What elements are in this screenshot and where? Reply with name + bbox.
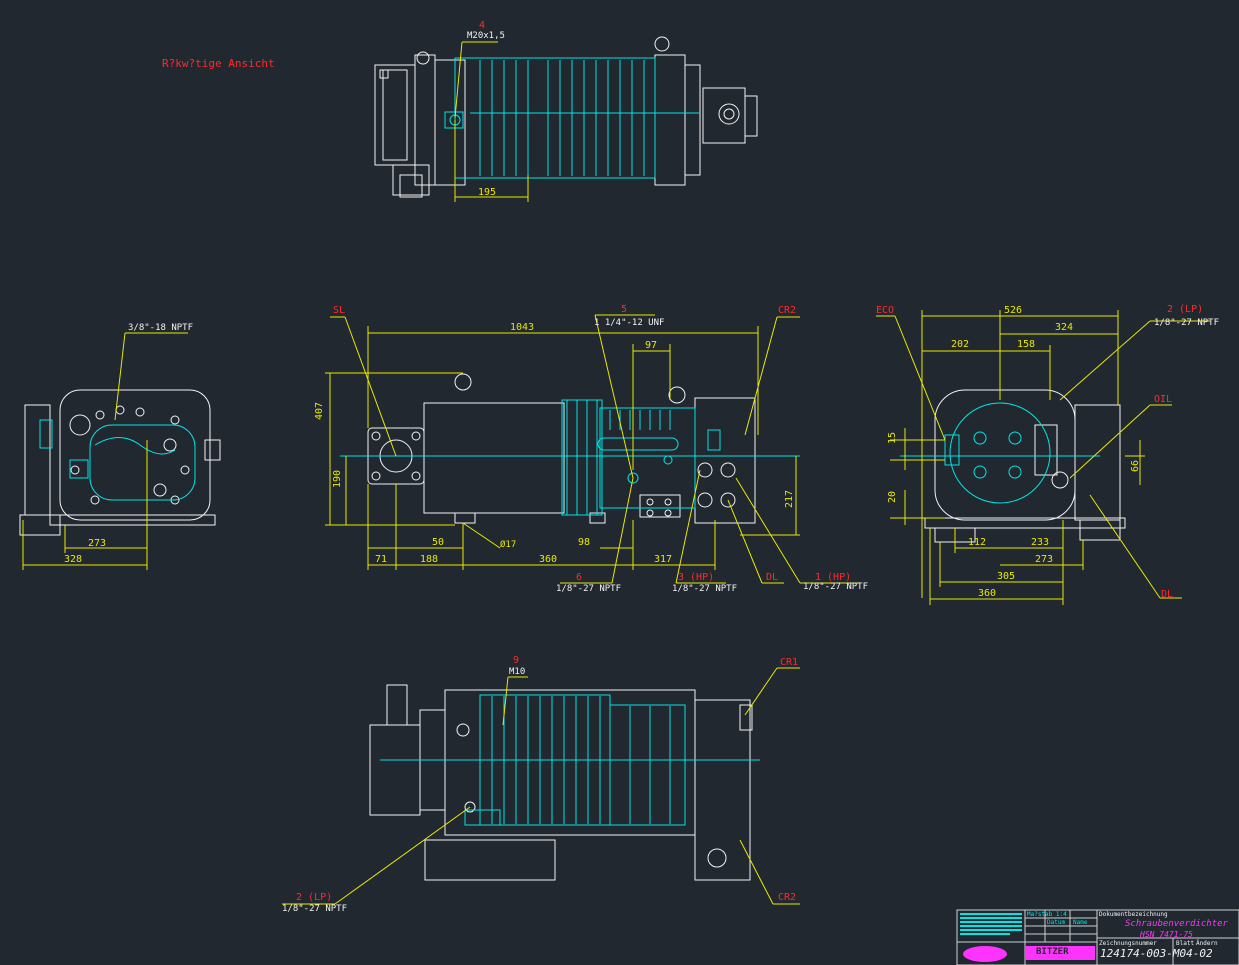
main-dim-190: 190 xyxy=(332,469,343,488)
top-view-compressor xyxy=(374,36,758,198)
title-scale-label: Ma?stab 1:4 xyxy=(1027,911,1067,918)
top-view-dimensions xyxy=(454,41,529,202)
right-dim-526: 526 xyxy=(1004,305,1023,316)
title-model: HSN 7471-75 xyxy=(1140,930,1193,939)
main-dim-50: 50 xyxy=(432,537,445,548)
main-sl: SL xyxy=(333,305,346,316)
main-dim-188: 188 xyxy=(420,554,439,565)
main-dim-1043: 1043 xyxy=(510,322,535,333)
main-dim-17: Ø17 xyxy=(500,540,517,550)
main-cr2: CR2 xyxy=(778,305,797,316)
top-view-fins xyxy=(444,57,700,179)
bottom-view-dimensions xyxy=(282,667,800,905)
main-dim-97: 97 xyxy=(645,340,658,351)
main-item-3hp: 3 (HP) xyxy=(678,572,715,583)
right-thread-2lp: 1/8"-27 NPTF xyxy=(1154,318,1220,328)
bottom-view-fins xyxy=(380,694,760,826)
bottom-item-2lp: 2 (LP) xyxy=(296,892,333,903)
main-thread-1hp: 1/8"-27 NPTF xyxy=(803,582,869,592)
main-dim-217: 217 xyxy=(784,489,795,508)
right-dim-273: 273 xyxy=(1035,554,1054,565)
main-dim-317: 317 xyxy=(654,554,673,565)
left-dim-328: 328 xyxy=(64,554,83,565)
title-change-value: Ändern xyxy=(1196,940,1218,947)
top-dim-195: 195 xyxy=(478,187,497,198)
right-view-compressor xyxy=(924,389,1126,543)
main-thread-5: 1 1/4"-12 UNF xyxy=(594,318,665,328)
main-item-1hp: 1 (HP) xyxy=(815,572,852,583)
right-dim-66: 66 xyxy=(1130,459,1141,472)
right-eco: ECO xyxy=(876,305,895,316)
left-view-housing xyxy=(39,419,196,501)
bottom-thread-9: M10 xyxy=(509,667,526,677)
title-block-frame xyxy=(956,909,1239,965)
right-dim-305: 305 xyxy=(997,571,1016,582)
right-dim-20: 20 xyxy=(887,490,898,503)
title-change-label: Blatt xyxy=(1176,940,1195,947)
right-item-2lp: 2 (LP) xyxy=(1167,304,1204,315)
top-item-4: 4 xyxy=(479,20,486,31)
top-thread-4: M20x1,5 xyxy=(467,31,505,41)
bottom-view-compressor xyxy=(369,684,753,881)
title-product: Schraubenverdichter xyxy=(1125,919,1228,929)
right-dim-360: 360 xyxy=(978,588,997,599)
right-dim-233: 233 xyxy=(1031,537,1050,548)
right-view-dimensions xyxy=(876,310,1210,605)
main-thread-6: 1/8"-27 NPTF xyxy=(556,584,622,594)
right-dl: DL xyxy=(1161,589,1174,600)
left-view-compressor xyxy=(19,389,221,536)
main-view-dimensions xyxy=(325,314,860,584)
right-oil: OIL xyxy=(1154,394,1173,405)
right-view-housing xyxy=(900,402,1100,504)
title-drawing-number-label: Zeichnungsnummer xyxy=(1099,940,1157,947)
title-doc-name-label: Dokumentbezeichnung xyxy=(1099,911,1168,918)
main-item-6: 6 xyxy=(576,572,583,583)
main-item-5: 5 xyxy=(621,304,628,315)
title-name-label: Name xyxy=(1073,919,1088,926)
right-dim-15: 15 xyxy=(887,431,898,444)
view-title: R?kw?tige Ansicht xyxy=(162,57,275,70)
title-date-label: Datum xyxy=(1047,919,1066,926)
main-thread-3hp: 1/8"-27 NPTF xyxy=(672,584,738,594)
bottom-item-9: 9 xyxy=(513,655,520,666)
bottom-cr1: CR1 xyxy=(780,657,799,668)
bitzer-logo xyxy=(963,946,1095,962)
bottom-thread-2lp: 1/8"-27 NPTF xyxy=(282,904,348,914)
main-dim-98: 98 xyxy=(578,537,591,548)
title-brand: BITZER xyxy=(1036,947,1069,957)
main-dim-71: 71 xyxy=(375,554,388,565)
right-dim-158: 158 xyxy=(1017,339,1036,350)
right-dim-112: 112 xyxy=(968,537,987,548)
right-dim-324: 324 xyxy=(1055,322,1074,333)
title-drawing-number: 124174-003-M04-02 xyxy=(1100,947,1213,960)
main-dim-360: 360 xyxy=(539,554,558,565)
title-block-notes xyxy=(960,913,1022,935)
main-view-fins xyxy=(340,399,800,516)
main-dim-407: 407 xyxy=(314,401,325,420)
left-view-dimensions xyxy=(22,332,188,570)
right-dim-202: 202 xyxy=(951,339,970,350)
left-port-label: 3/8"-18 NPTF xyxy=(128,323,194,333)
bottom-cr2: CR2 xyxy=(778,892,797,903)
left-dim-273: 273 xyxy=(88,538,107,549)
main-dl: DL xyxy=(766,572,779,583)
